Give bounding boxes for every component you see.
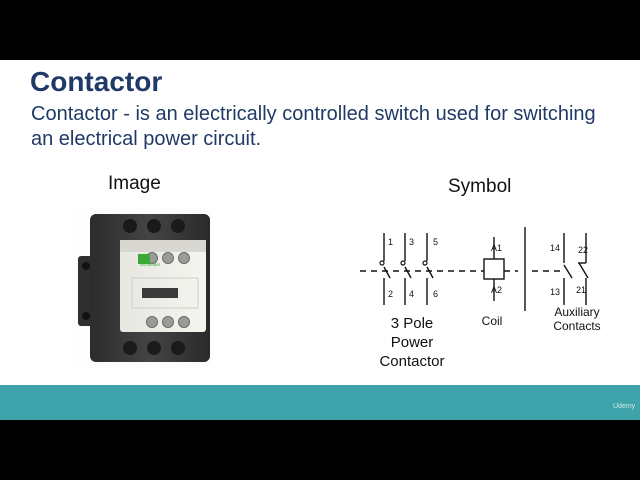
footer-bar xyxy=(0,385,640,420)
power-caption-line-3: Contactor xyxy=(379,353,445,370)
auxiliary-contacts-caption: Auxiliary Contacts xyxy=(545,305,609,333)
power-terminal-bottom-1: 2 xyxy=(388,289,393,299)
aux-terminal-13: 13 xyxy=(550,287,560,297)
coil-terminal-a1: A1 xyxy=(491,243,502,253)
power-terminal-bottom-2: 4 xyxy=(409,289,414,299)
image-heading: Image xyxy=(108,173,161,194)
slide-title: Contactor xyxy=(30,66,163,97)
power-terminal-top-3: 5 xyxy=(433,237,438,247)
power-contactor-caption: 3 Pole Power Contactor xyxy=(366,314,458,371)
power-terminal-top-1: 1 xyxy=(388,237,393,247)
symbol-heading: Symbol xyxy=(448,176,512,197)
aux-terminal-22: 22 xyxy=(578,245,588,255)
aux-caption-line-2: Contacts xyxy=(553,319,601,333)
aux-terminal-14: 14 xyxy=(550,243,560,253)
power-terminal-bottom-3: 6 xyxy=(433,289,438,299)
aux-terminal-21: 21 xyxy=(576,285,586,295)
slide: Contactor Contactor - is an electrically… xyxy=(0,60,640,420)
coil-terminal-a2: A2 xyxy=(491,285,502,295)
contactor-symbol-diagram: 1 3 5 2 4 6 A1 A2 14 22 13 21 xyxy=(360,227,589,311)
aux-caption-line-1: Auxiliary xyxy=(554,305,600,319)
definition-text: Contactor - is an electrically controlle… xyxy=(31,103,596,150)
letterbox-bottom xyxy=(0,420,640,480)
udemy-watermark: Udemy xyxy=(613,403,636,410)
letterbox-top xyxy=(0,0,640,60)
power-terminal-top-2: 3 xyxy=(409,237,414,247)
contactor-photo: Schneider xyxy=(72,208,214,368)
power-caption-line-2: Power xyxy=(390,334,434,351)
brand-logo: Schneider xyxy=(140,262,161,267)
power-caption-line-1: 3 Pole xyxy=(390,315,434,332)
coil-caption: Coil xyxy=(481,314,503,328)
